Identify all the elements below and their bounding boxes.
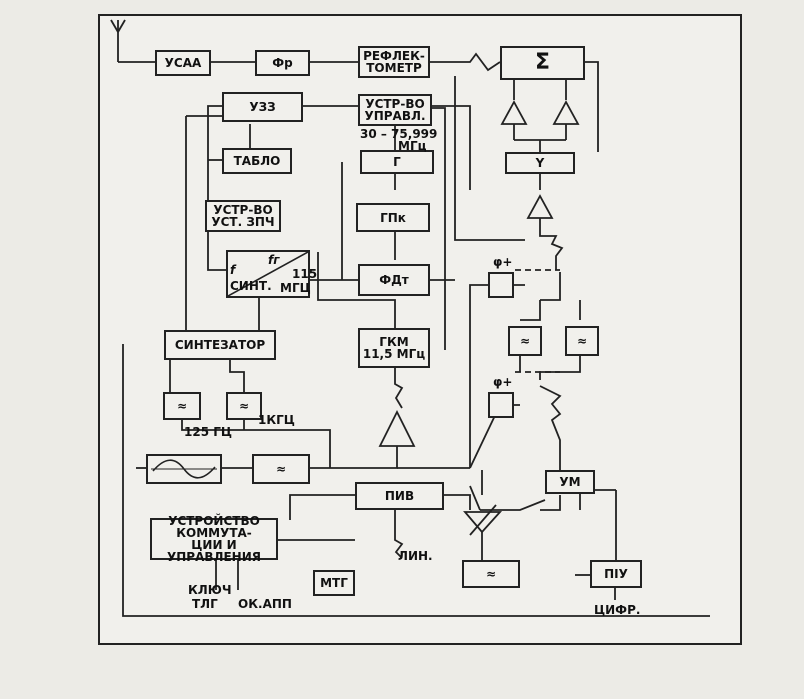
piv-label: ПИВ	[384, 489, 415, 503]
zpch-label-2: УСТ. ЗПЧ	[211, 215, 275, 229]
sine-wave-icon	[151, 459, 217, 479]
filter-icon: ≈	[519, 334, 531, 348]
mtg-label: МТГ	[320, 576, 348, 590]
fr-block: Фр	[255, 50, 310, 76]
filter-1k-block: ≈	[226, 392, 262, 420]
fd-block: ФДт	[358, 264, 430, 296]
tablo-label: ТАБЛО	[233, 154, 281, 168]
synth-f-label: f	[230, 263, 236, 277]
synth-diagonal	[228, 252, 308, 296]
control-label-1: УСТР-ВО	[365, 97, 425, 111]
reflectometer-label-2: ТОМЕТР	[366, 61, 422, 75]
control-label-2: УПРАВЛ.	[364, 109, 426, 123]
synth-block	[226, 250, 310, 298]
mtg-block: МТГ	[313, 570, 355, 596]
attenuator-icon	[463, 504, 503, 536]
filter-block-r1: ≈	[508, 326, 542, 356]
phi-1-label: φ+	[493, 255, 513, 269]
f1k-label: 1КГЦ	[258, 413, 295, 427]
lin-label: ЛИН.	[398, 549, 433, 563]
fd-label: ФДт	[379, 273, 409, 287]
g-label: Г	[393, 155, 401, 169]
uzz-block: УЗЗ	[222, 92, 303, 122]
tablo-block: ТАБЛО	[222, 148, 292, 174]
fr-label: Фр	[272, 56, 293, 70]
okapp-label: ОК.АПП	[238, 597, 292, 611]
ukiu-block: УСТРОЙСТВО КОММУТА-ЦИИ И УПРАВЛЕНИЯ	[150, 514, 278, 564]
tsifr-label: ЦИФР.	[594, 603, 641, 617]
ukiu-label-2: ЦИИ И УПРАВЛЕНИЯ	[166, 538, 261, 564]
y-block: Y	[505, 152, 575, 174]
filter-icon: ≈	[576, 334, 588, 348]
gkm-label-2: 11,5 МГц	[362, 347, 426, 361]
filter-out-block: ≈	[462, 560, 520, 588]
filter-125-block: ≈	[163, 392, 201, 420]
usaa-label: УСАА	[164, 56, 202, 70]
ukiu-label-1: УСТРОЙСТВО КОММУТА-	[168, 514, 260, 540]
phi-2-label: φ+	[493, 375, 513, 389]
sum-block: Σ	[500, 46, 585, 80]
f125-label: 125 ГЦ	[184, 425, 233, 439]
reflectometer-label-1: РЕФЛЕК-	[363, 49, 425, 63]
gpk-block: ГПк	[356, 203, 430, 232]
amplifier-icon	[500, 100, 580, 125]
g-block: Г	[360, 150, 434, 174]
synth-115-label: 115	[292, 267, 318, 281]
um-label: УМ	[559, 475, 581, 489]
freq-range-unit: МГц	[398, 139, 427, 153]
antenna-icon	[110, 19, 126, 62]
synth-name-label: СИНТ.	[230, 279, 272, 293]
phi-1-block	[488, 272, 514, 298]
filter-block-r2: ≈	[565, 326, 599, 356]
synth-fr-label: fг	[268, 253, 280, 267]
filter-mid-block: ≈	[252, 454, 310, 484]
synth-mhz-label: МГЦ	[280, 281, 311, 295]
gkm-label-1: ГКМ	[379, 335, 409, 349]
reflectometer-block: РЕФЛЕК-ТОМЕТР	[358, 46, 430, 78]
piu-label: ПIУ	[604, 567, 628, 581]
zpch-label-1: УСТР-ВО	[213, 203, 273, 217]
filter-icon: ≈	[275, 462, 287, 476]
usaa-block: УСАА	[155, 50, 211, 76]
sum-label: Σ	[534, 50, 551, 75]
synthesizer-block: СИНТЕЗАТОР	[164, 330, 276, 360]
synthesizer-label: СИНТЕЗАТОР	[174, 338, 266, 352]
freq-range-label: 30 – 75,999	[360, 127, 438, 141]
filter-icon: ≈	[238, 399, 250, 413]
key-label-1: КЛЮЧ	[188, 583, 232, 597]
uzz-label: УЗЗ	[249, 100, 276, 114]
filter-icon: ≈	[485, 567, 497, 581]
piv-block: ПИВ	[355, 482, 444, 510]
amplifier-icon	[526, 194, 554, 219]
amplifier-icon	[378, 409, 416, 447]
key-label-2: ТЛГ	[192, 597, 218, 611]
filter-icon: ≈	[176, 399, 188, 413]
phi-2-block	[488, 392, 514, 418]
piu-block: ПIУ	[590, 560, 642, 588]
sine-block	[146, 454, 222, 484]
gpk-label: ГПк	[380, 210, 406, 225]
um-block: УМ	[545, 470, 595, 494]
y-label: Y	[535, 156, 545, 170]
